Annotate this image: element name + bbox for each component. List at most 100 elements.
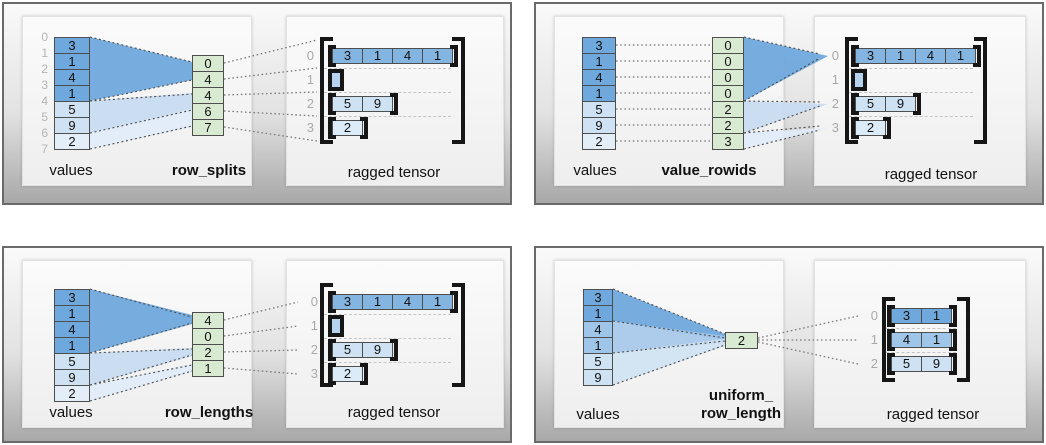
row-separator (324, 314, 451, 315)
param-cell: 0 (712, 85, 744, 102)
value-cell: 3 (54, 37, 90, 54)
row-bracket-left (328, 315, 336, 337)
values-column: 3 1 4 1 5 9 2 (54, 37, 90, 150)
panel-row-splits: 0 1 2 3 4 5 6 7 3 1 4 1 5 9 2 values 0 4… (2, 2, 512, 205)
row-bracket-right (390, 93, 398, 115)
tensor-bracket-right (452, 283, 465, 387)
row-bracket-left (887, 353, 895, 375)
tensor-row: 3 1 4 1 (328, 45, 458, 67)
tensor-label: ragged tensor (884, 166, 978, 183)
param-cell: 4 (192, 87, 224, 104)
row-bracket-right (859, 69, 867, 91)
tensor-cell: 2 (332, 366, 363, 382)
value-index: 0 (41, 30, 48, 44)
row-bracket-left (851, 69, 859, 91)
value-cell: 9 (54, 117, 90, 134)
param-cell: 1 (192, 360, 224, 377)
values-column: 3 1 4 1 5 9 2 (54, 289, 90, 402)
row-separator (886, 328, 956, 329)
row-index: 0 (831, 48, 839, 63)
row-index: 0 (310, 294, 318, 309)
value-cell: 1 (582, 85, 616, 102)
tensor-row: 5 9 (851, 93, 921, 115)
row-bracket-left (887, 329, 895, 351)
tensor-cell: 3 (332, 294, 363, 310)
panel-uniform-row-length: 3 1 4 1 5 9 values 2 uniform_ row_length… (534, 246, 1044, 443)
tensor-cell: 1 (362, 294, 393, 310)
row-lengths-column: 4 0 2 1 (192, 312, 224, 377)
row-separator (324, 92, 451, 93)
row-splits-column: 0 4 4 6 7 (192, 55, 224, 136)
param-label-line2: row_length (700, 405, 781, 422)
param-cell: 2 (712, 101, 744, 118)
tensor-cell: 1 (885, 48, 916, 64)
value-cell: 3 (583, 289, 613, 306)
value-cell: 4 (583, 321, 613, 338)
tensor-bracket-right (957, 297, 970, 382)
tensor-row: 3 1 (887, 305, 957, 327)
tensor-cell: 9 (885, 96, 916, 112)
values-label: values (576, 406, 620, 423)
connectors-graphic (612, 288, 859, 386)
row-bracket-right (450, 45, 458, 67)
value-cell: 5 (54, 353, 90, 370)
tensor-cell: 1 (945, 48, 976, 64)
tensor-cell: 2 (855, 120, 886, 136)
param-cell: 0 (712, 69, 744, 86)
param-label: value_rowids (661, 162, 757, 179)
empty-row-cell (854, 72, 864, 88)
param-cell: 0 (712, 53, 744, 70)
row-bracket-left (328, 45, 336, 67)
row-separator (849, 68, 973, 69)
value-cell: 1 (582, 53, 616, 70)
tensor-row-empty (328, 69, 344, 91)
row-bracket-right (949, 353, 957, 375)
row-bracket-right (973, 45, 981, 67)
tensor-cell: 5 (891, 356, 922, 372)
tensor-cell: 4 (891, 332, 922, 348)
param-cell: 2 (712, 117, 744, 134)
value-index: 3 (41, 78, 48, 92)
tensor-row: 5 9 (887, 353, 957, 375)
row-bracket-right (949, 329, 957, 351)
value-index: 6 (41, 126, 48, 140)
tensor-row: 2 (328, 363, 368, 385)
row-bracket-left (328, 339, 336, 361)
row-index: 3 (310, 366, 318, 381)
tensor-row-empty (328, 315, 344, 337)
values-column: 3 1 4 1 5 9 (583, 289, 613, 386)
uniform-row-length-cell: 2 (725, 332, 758, 349)
value-cell: 9 (54, 369, 90, 386)
value-rowids-column: 0 0 0 0 2 2 3 (712, 37, 744, 150)
values-column: 3 1 4 1 5 9 2 (582, 37, 616, 150)
param-label: row_lengths (164, 404, 254, 421)
param-cell: 0 (192, 55, 224, 72)
param-cell: 6 (192, 103, 224, 120)
value-cell: 3 (582, 37, 616, 54)
row-bracket-left (851, 45, 859, 67)
tensor-cell: 3 (855, 48, 886, 64)
tensor-cell: 2 (332, 120, 363, 136)
value-cell: 2 (582, 133, 616, 150)
tensor-cell: 5 (332, 342, 363, 358)
row-index: 2 (870, 356, 878, 371)
param-cell: 4 (192, 71, 224, 88)
row-index: 1 (310, 318, 318, 333)
row-index: 0 (306, 48, 314, 63)
tensor-cell: 9 (362, 342, 393, 358)
tensor-label: ragged tensor (347, 164, 441, 181)
row-bracket-right (336, 69, 344, 91)
param-cell: 2 (192, 344, 224, 361)
value-index: 7 (41, 142, 48, 156)
tensor-cell: 5 (855, 96, 886, 112)
param-label: row_splits (171, 162, 247, 179)
tensor-row: 5 9 (328, 93, 398, 115)
tensor-cell: 1 (362, 48, 393, 64)
param-cell: 2 (725, 332, 758, 349)
connectors-graphic (89, 36, 318, 150)
row-bracket-left (328, 69, 336, 91)
row-bracket-right (390, 339, 398, 361)
value-cell: 2 (54, 133, 90, 150)
row-index: 1 (870, 332, 878, 347)
value-cell: 1 (54, 337, 90, 354)
